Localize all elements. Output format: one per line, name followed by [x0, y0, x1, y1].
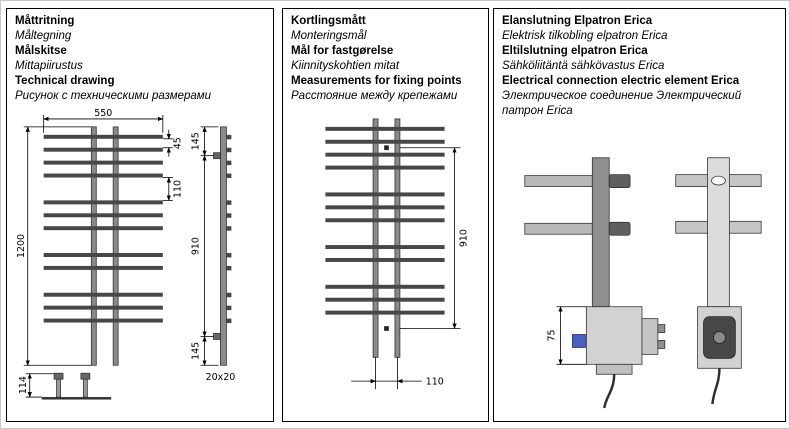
heading-line: Электрическое соединение Электрический п… [502, 90, 742, 117]
heading-line: Eltilslutning elpatron Erica [502, 45, 648, 57]
panel-technical-drawing: Måttritning Måltegning Målskitse Mittapi… [6, 8, 274, 422]
heading-line: Electrical connection electric element E… [502, 75, 740, 87]
bracket-detail [41, 372, 112, 400]
element-front-view [675, 157, 762, 405]
svg-text:114: 114 [18, 376, 29, 394]
heading-line: Måltegning [15, 30, 72, 42]
control-knob [713, 331, 726, 344]
svg-text:145: 145 [191, 342, 202, 360]
dim-45: 45 [162, 129, 184, 157]
svg-text:145: 145 [191, 132, 202, 150]
dim-910-fixing: 910 [399, 147, 469, 330]
element-side-view [524, 157, 666, 409]
dim-145-bottom: 145 [191, 335, 219, 366]
heading-line: Elektrisk tilkobling elpatron Erica [502, 30, 668, 42]
dim-550: 550 [43, 108, 164, 133]
dim-114: 114 [18, 373, 54, 398]
technical-drawing-figure: 550 1200 45 110 [16, 108, 236, 400]
svg-text:45: 45 [173, 137, 184, 149]
power-cable [711, 368, 721, 405]
heading-line: Technical drawing [15, 75, 115, 87]
fixing-screw-hole [711, 175, 726, 186]
panel-fixing-points: Kortlingsmått Monteringsmål Mål for fast… [282, 8, 489, 422]
power-cable [603, 374, 616, 409]
dim-110-group: 110 [162, 176, 184, 201]
heading-line: Monteringsmål [291, 30, 367, 42]
panel-electrical-connection: Elanslutning Elpatron Erica Elektrisk ti… [493, 8, 786, 422]
svg-text:910: 910 [191, 237, 202, 255]
dim-145-top: 145 [191, 126, 219, 157]
heading-line: Рисунок с техническими размерами [15, 90, 212, 102]
front-view [43, 126, 163, 366]
dim-110-fixing: 110 [351, 357, 444, 390]
front-view [325, 118, 445, 358]
heading-line: Расстояние между крепежами [291, 90, 458, 102]
heading-line: Mittapiirustus [15, 60, 83, 72]
dim-1200: 1200 [16, 126, 92, 366]
heading-line: Målskitse [15, 45, 67, 57]
dim-910-side: 910 [191, 155, 214, 338]
heading-line: Kortlingsmått [291, 15, 366, 27]
dim-75: 75 [547, 306, 587, 365]
fixing-points-figure: 910 110 [325, 118, 469, 390]
heading-line: Measurements for fixing points [291, 75, 462, 87]
svg-text:110: 110 [173, 180, 184, 198]
heading-line: Mål for fastgørelse [291, 45, 394, 57]
svg-text:1200: 1200 [16, 234, 27, 258]
svg-text:75: 75 [547, 330, 558, 342]
side-view [213, 126, 232, 366]
blue-connector [572, 334, 586, 348]
svg-text:550: 550 [94, 108, 112, 119]
heading-line: Elanslutning Elpatron Erica [502, 15, 653, 27]
dim-20x20: 20x20 [206, 372, 236, 383]
panel-headings: Elanslutning Elpatron Erica Elektrisk ti… [502, 14, 777, 119]
heading-line: Kiinnityskohtien mitat [291, 60, 400, 72]
svg-text:910: 910 [458, 229, 469, 247]
panel-headings: Måttritning Måltegning Målskitse Mittapi… [15, 14, 265, 104]
electrical-connection-figure: 75 [524, 157, 762, 409]
panel-headings: Kortlingsmått Monteringsmål Mål for fast… [291, 14, 480, 104]
svg-text:110: 110 [426, 377, 444, 388]
heading-line: Sähköliitäntä sähkövastus Erica [502, 60, 665, 72]
heading-line: Måttritning [15, 15, 75, 27]
